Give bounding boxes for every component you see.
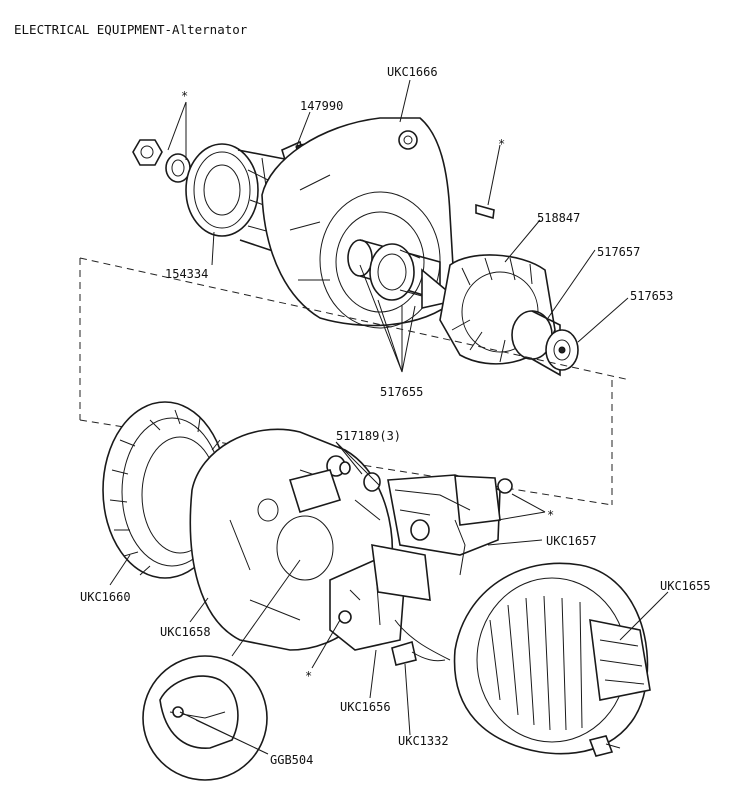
leader-lines	[109, 79, 669, 755]
ggb504-inset	[142, 655, 268, 781]
label-ukc1666: UKC1666	[387, 65, 438, 79]
label-star-key: *	[498, 137, 505, 151]
label-star-right: *	[547, 508, 554, 522]
regulator-ukc1656	[329, 544, 451, 661]
label-154334: 154334	[165, 267, 208, 281]
label-517655: 517655	[380, 385, 423, 399]
label-ggb504: GGB504	[270, 753, 313, 767]
pulley-fan	[185, 143, 301, 262]
label-star-bottom: *	[305, 669, 312, 683]
bearing-517653	[545, 329, 579, 371]
label-517653: 517653	[630, 289, 673, 303]
label-517189: 517189(3)	[336, 429, 401, 443]
label-147990: 147990	[300, 99, 343, 113]
woodruff-key	[475, 203, 495, 220]
label-ukc1657: UKC1657	[546, 534, 597, 548]
label-ukc1660: UKC1660	[80, 590, 131, 604]
end-cover-ukc1655	[453, 562, 651, 755]
label-star-top-left: *	[181, 89, 188, 103]
cover-screw	[588, 735, 621, 757]
screws-517189	[339, 461, 381, 492]
diagram-title: ELECTRICAL EQUIPMENT-Alternator	[14, 22, 248, 37]
label-518847: 518847	[537, 211, 580, 225]
shaft-and-bearing	[347, 239, 460, 309]
label-ukc1658: UKC1658	[160, 625, 211, 639]
surge-diode-ukc1332	[391, 640, 446, 666]
label-ukc1656: UKC1656	[340, 700, 391, 714]
rectifier-ukc1657	[387, 474, 513, 576]
label-ukc1332: UKC1332	[398, 734, 449, 748]
label-ukc1655: UKC1655	[660, 579, 711, 593]
label-517657: 517657	[597, 245, 640, 259]
nut-and-washer	[132, 139, 191, 183]
